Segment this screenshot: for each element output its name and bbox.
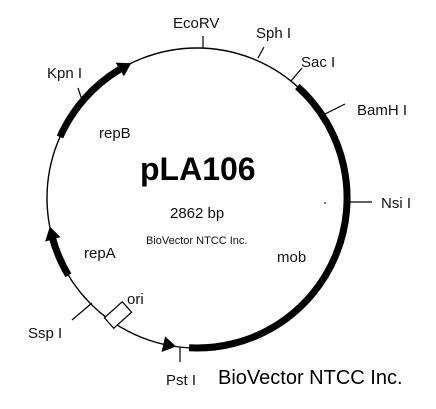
saci-label: Sac I: [301, 54, 335, 71]
repb-arrow-head: [115, 62, 132, 77]
sphi-label: Sph I: [256, 25, 291, 42]
ori-box: [103, 300, 133, 330]
repa-arrow-head: [45, 226, 61, 242]
ori-label: ori: [127, 291, 144, 308]
sphi-tick: [257, 46, 265, 59]
repb-label: repB: [99, 125, 131, 142]
nsii-label: Nsi I: [381, 195, 411, 212]
sspi-tick: [71, 302, 93, 321]
repa-arc: [48, 235, 72, 278]
watermark-large: BioVector NTCC Inc.: [218, 367, 403, 389]
sspi-label: Ssp I: [28, 325, 62, 342]
bamhi-tick: [322, 103, 346, 116]
plasmid-name: pLA106: [140, 151, 256, 187]
mob-label: mob: [277, 249, 306, 266]
plasmid-size: 2862 bp: [170, 205, 224, 222]
dot-mark: [324, 202, 326, 204]
mob-arrow-head: [161, 336, 177, 352]
kpni-tick: [77, 87, 83, 101]
repb-arc: [56, 66, 122, 139]
watermark-small: BioVector NTCC Inc.: [146, 235, 247, 247]
bamhi-label: BamH I: [357, 102, 407, 119]
psti-label: Pst I: [166, 372, 196, 389]
saci-tick: [290, 67, 303, 82]
kpni-label: Kpn I: [47, 65, 82, 82]
repa-label: repA: [84, 245, 116, 262]
ecorv-label: EcoRV: [173, 15, 219, 32]
mob-arc: [188, 83, 351, 352]
